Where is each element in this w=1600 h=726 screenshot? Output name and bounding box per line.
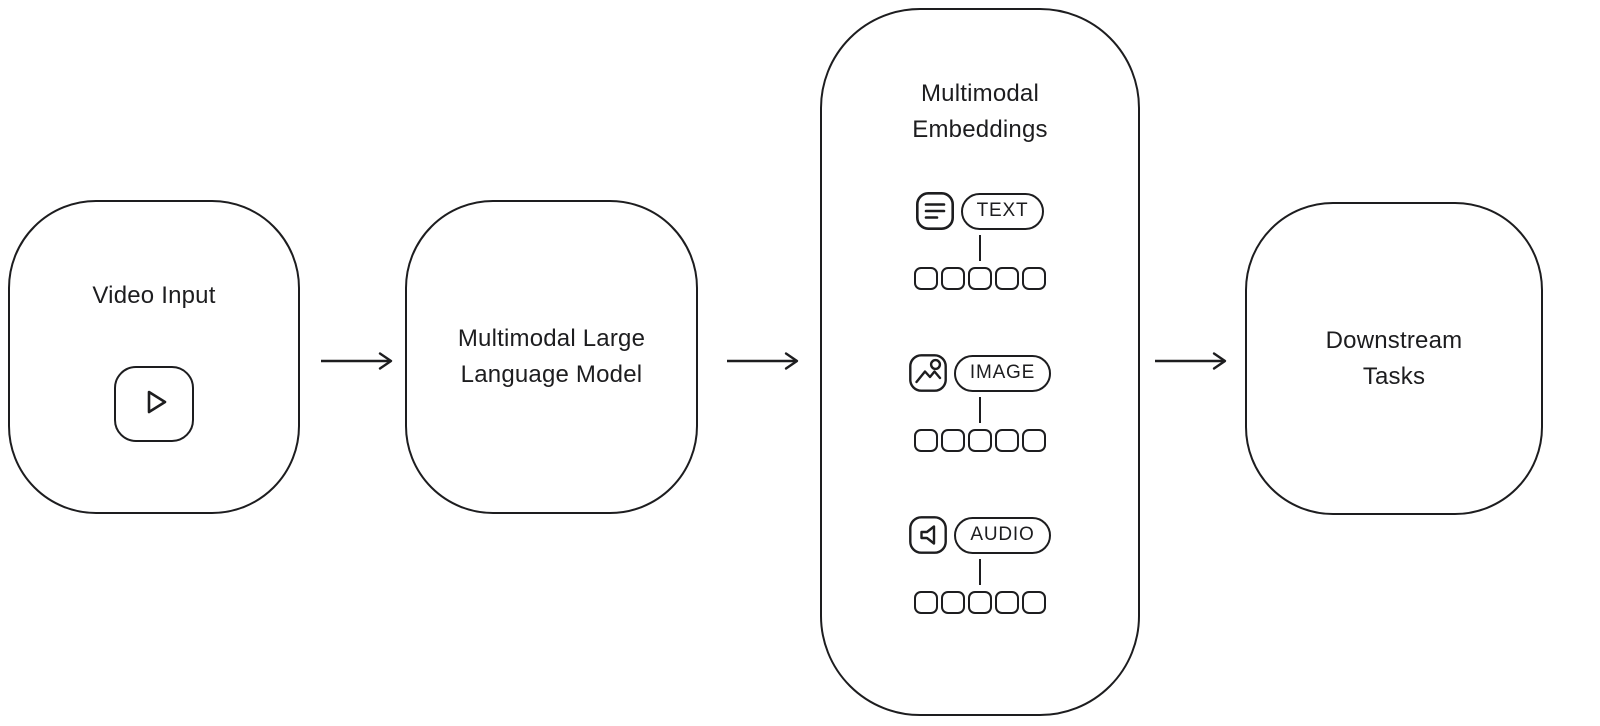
embedding-token-square bbox=[941, 267, 965, 290]
image-icon bbox=[908, 354, 947, 392]
embedding-token-square bbox=[968, 267, 992, 290]
downstream-label-line1: Downstream bbox=[1325, 326, 1463, 354]
embedding-token-square bbox=[914, 267, 938, 290]
embeddings-title-line1: Multimodal bbox=[920, 80, 1040, 107]
downstream-label: Downstream Tasks bbox=[1326, 323, 1463, 395]
mllm-label-line2: Language Model bbox=[460, 361, 643, 388]
text-lines-icon bbox=[915, 192, 954, 230]
modality-group-text: TEXT bbox=[914, 192, 1046, 290]
node-multimodal-embeddings: Multimodal Embeddings TEXT bbox=[820, 8, 1140, 716]
embeddings-title-line2: Embeddings bbox=[912, 116, 1048, 143]
audio-pill: AUDIO bbox=[954, 516, 1051, 554]
embedding-token-square bbox=[1021, 429, 1046, 452]
embedding-token-square bbox=[1022, 591, 1046, 614]
embeddings-title: Multimodal Embeddings bbox=[912, 76, 1047, 148]
connector-line bbox=[979, 235, 981, 261]
arrow-video-to-mllm bbox=[321, 352, 393, 370]
text-pill-label: TEXT bbox=[976, 200, 1029, 221]
embedding-token-square bbox=[995, 267, 1019, 290]
embedding-token-square bbox=[913, 429, 938, 452]
connector-line bbox=[978, 397, 981, 423]
embedding-token-square bbox=[941, 591, 965, 614]
arrow-mllm-to-embeddings bbox=[727, 352, 799, 370]
arrow-embeddings-to-downstream bbox=[1155, 352, 1227, 370]
modality-row-image: IMAGE bbox=[908, 354, 1052, 392]
node-video-input: Video Input bbox=[8, 200, 300, 514]
node-downstream-tasks: Downstream Tasks bbox=[1245, 202, 1543, 515]
embedding-tokens-audio bbox=[914, 591, 1046, 614]
embedding-token-square bbox=[967, 429, 992, 452]
embedding-token-square bbox=[994, 429, 1019, 452]
video-input-label: Video Input bbox=[92, 282, 216, 309]
embedding-token-square bbox=[914, 591, 938, 614]
modality-group-audio: AUDIO bbox=[909, 516, 1051, 614]
image-pill-label: IMAGE bbox=[969, 362, 1036, 383]
text-pill: TEXT bbox=[960, 192, 1045, 230]
embedding-tokens-image bbox=[913, 429, 1046, 452]
embedding-token-square bbox=[1022, 267, 1046, 290]
embedding-token-square bbox=[968, 591, 992, 614]
speaker-icon bbox=[909, 516, 948, 554]
play-icon bbox=[134, 382, 174, 427]
image-pill: IMAGE bbox=[953, 354, 1052, 392]
mllm-label-line1: Multimodal Large bbox=[457, 325, 646, 352]
modality-row-text: TEXT bbox=[915, 192, 1045, 230]
connector-line bbox=[979, 559, 981, 585]
modality-group-image: IMAGE bbox=[908, 354, 1052, 452]
audio-pill-label: AUDIO bbox=[970, 524, 1035, 545]
embedding-token-square bbox=[940, 429, 965, 452]
downstream-label-line2: Tasks bbox=[1362, 362, 1426, 390]
mllm-label: Multimodal Large Language Model bbox=[458, 321, 645, 393]
embedding-token-square bbox=[995, 591, 1019, 614]
play-button-badge bbox=[114, 366, 194, 442]
node-mllm: Multimodal Large Language Model bbox=[405, 200, 698, 514]
modality-row-audio: AUDIO bbox=[909, 516, 1051, 554]
embedding-tokens-text bbox=[914, 267, 1046, 290]
